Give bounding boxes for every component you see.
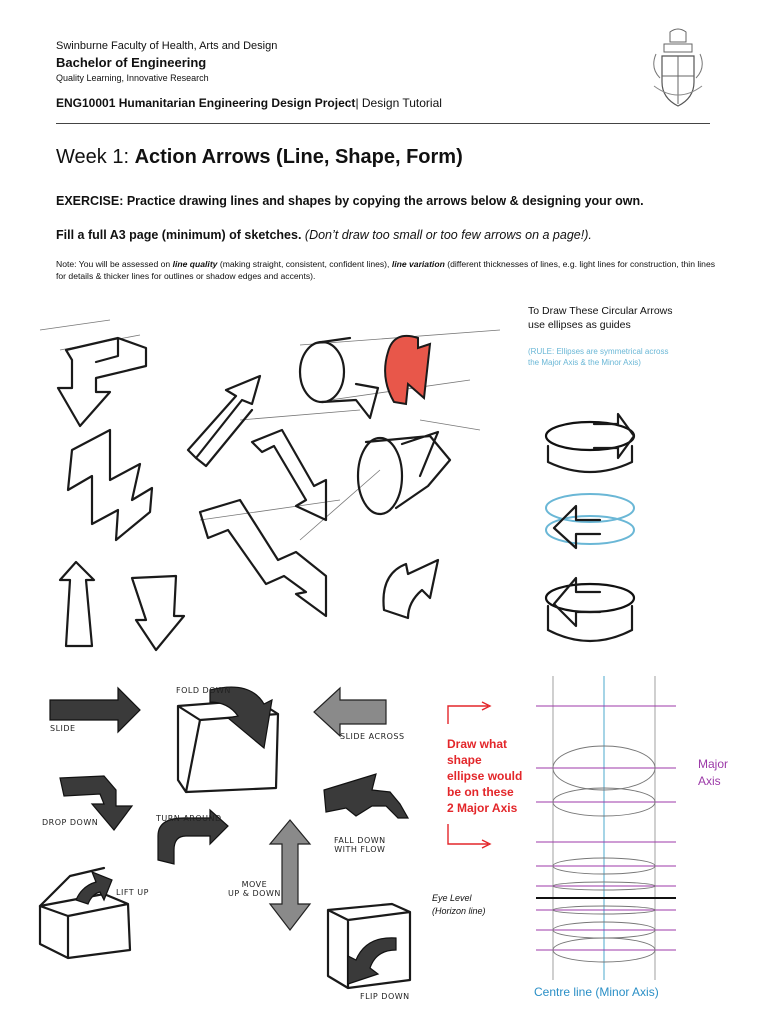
university-crest-logo [653,28,703,107]
label-fall-down: Fall down with flow [334,836,386,854]
label-move-1: Move [241,880,268,889]
draw-line-1: Draw what [447,737,508,751]
fall-down-arrow [323,773,410,819]
label-fall-down-1: Fall down [334,836,386,845]
up-arrow-sketch [58,560,96,648]
eye-level-label: Eye Level (Horizon line) [432,892,486,918]
ellipse-guided-arrows [544,412,636,643]
bent-path-arrow-sketch [198,498,328,618]
curl-arrow-sketch [382,558,440,620]
exercise-instruction: EXERCISE: Practice drawing lines and sha… [56,194,644,208]
circular-arrow-sketch [298,340,346,404]
ellipse-rule-caption: (RULE: Ellipses are symmetrical across t… [528,346,668,368]
major-axis-label: Major Axis [698,756,728,790]
draw-line-3: ellipse would [447,769,523,783]
label-flip-down: Flip down [360,992,410,1001]
move-up-down-arrow [268,819,312,931]
topic-label: Action Arrows (Line, Shape, Form) [134,146,463,168]
cone-arrow-sketch [356,436,404,516]
down-arrow-sketch [130,574,186,652]
fill-bold: Fill a full A3 page (minimum) of sketche… [56,228,302,242]
label-turn-around: Turn around [156,814,222,823]
down-right-arrow-sketch [250,428,328,522]
course-name: Humanitarian Engineering Design Project [118,96,356,110]
circular-caption-line-2: use ellipses as guides [528,319,631,331]
major-line-1: Major [698,757,729,771]
note-line-variation: line variation [391,259,445,269]
header-divider [56,123,710,124]
major-line-2: Axis [698,774,721,788]
rule-line-1: (RULE: Ellipses are symmetrical across [528,347,669,356]
circular-arrows-caption: To Draw These Circular Arrows use ellips… [528,304,673,332]
red-circular-arrow-sketch [384,334,432,406]
label-move-2: up & down [228,889,281,898]
draw-line-5: 2 Major Axis [447,801,518,815]
week-label: Week 1: [56,146,129,168]
note-prefix: Note: You will be assessed on [56,259,173,269]
draw-line-4: be on these [447,785,514,799]
page-title: Week 1: Action Arrows (Line, Shape, Form… [56,146,463,169]
tagline: Quality Learning, Innovative Research [56,73,209,83]
draw-line-2: shape [447,753,482,767]
note-suffix: (different thicknesses of lines, e.g. li… [56,259,716,281]
lift-up-box [38,866,132,960]
note-line-quality: line quality [172,259,218,269]
turn-around-arrow [157,808,229,865]
course-suffix: | Design Tutorial [355,96,442,110]
fill-italic: (Don’t draw too small or too few arrows … [304,228,592,242]
assessment-note: Note: You will be assessed on line quali… [56,258,716,282]
eye-line-2: (Horizon line) [432,906,486,916]
draw-ellipse-instruction: Draw what shape ellipse would be on thes… [447,736,537,816]
label-lift-up: Lift up [116,888,149,897]
zigzag-arrow-sketch [66,428,154,542]
slide-across-arrow [313,686,387,738]
flip-down-box [326,902,412,990]
centre-line-label: Centre line (Minor Axis) [534,985,659,999]
circular-caption-line-1: To Draw These Circular Arrows [528,305,673,317]
label-move: Move up & down [228,880,281,898]
rule-line-2: the Major Axis & the Minor Axis) [528,358,641,367]
ellipse-exercise-grid [447,676,676,980]
slide-arrow [49,686,141,734]
drop-down-arrow [59,775,134,831]
faculty-name: Swinburne Faculty of Health, Arts and De… [56,40,278,52]
fill-instruction: Fill a full A3 page (minimum) of sketche… [56,228,592,242]
label-fall-down-2: with flow [334,845,386,854]
course-code: ENG10001 [56,96,116,110]
degree-name: Bachelor of Engineering [56,55,207,70]
label-drop-down: Drop down [42,818,99,827]
label-slide-across: Slide across [340,732,405,741]
fold-down-box [176,686,280,794]
label-fold-down: Fold down [176,686,231,695]
diagonal-arrow-sketch [186,374,262,468]
label-slide: Slide [50,724,76,733]
bent-arrow-sketch [56,336,148,428]
note-middle: (making straight, consistent, confident … [217,259,392,269]
course-title: ENG10001 Humanitarian Engineering Design… [56,96,442,110]
eye-line-1: Eye Level [432,893,472,903]
